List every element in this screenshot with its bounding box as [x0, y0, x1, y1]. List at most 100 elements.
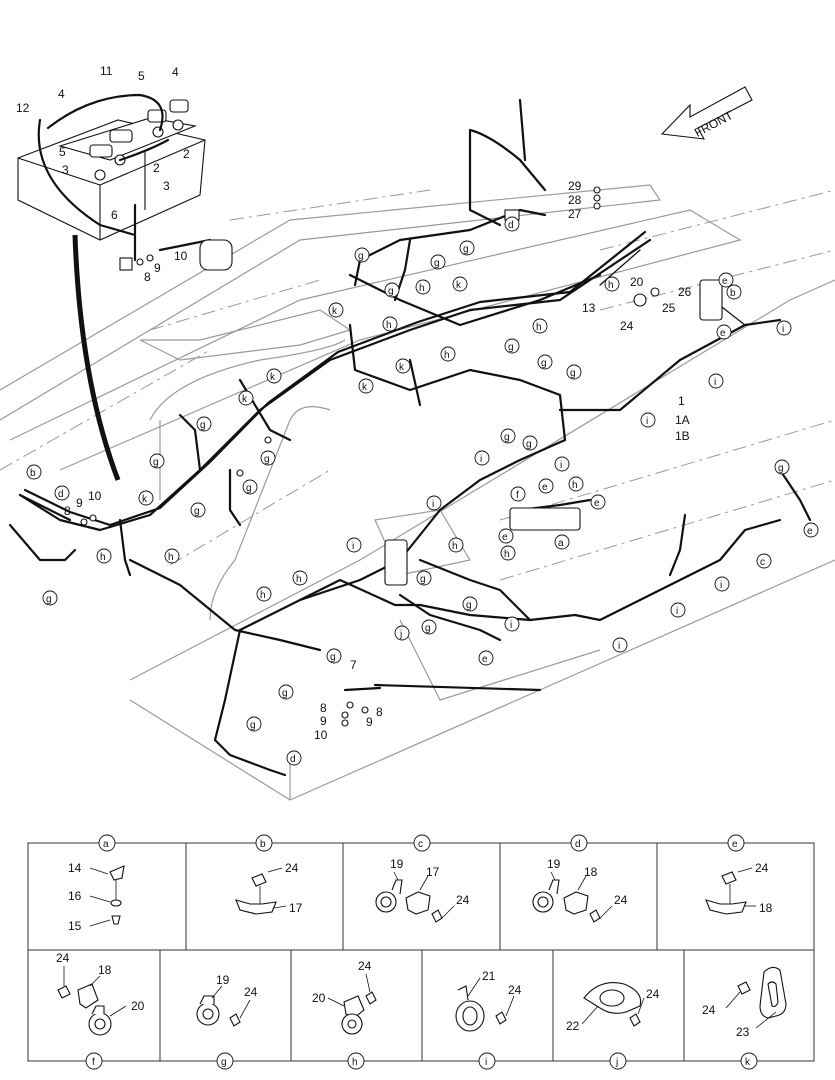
svg-text:i: i [560, 460, 562, 471]
svg-text:h: h [452, 541, 458, 552]
svg-text:k: k [399, 362, 405, 373]
clip-callout: k [138, 490, 154, 506]
clip-callout: h [256, 586, 272, 602]
part-number: 24 [508, 983, 522, 997]
clip-callout: j [394, 625, 410, 641]
clip-callout: g [430, 254, 446, 270]
clip-letter-callouts: d g g g k g h h k h h e b e i g h g k g … [26, 216, 819, 766]
clip-callout: g [326, 648, 342, 664]
table-grid [27, 842, 815, 1062]
detail-panel-f: 24 18 20 [56, 951, 145, 1036]
svg-text:g: g [153, 457, 159, 468]
svg-text:h: h [260, 590, 266, 601]
svg-text:h: h [504, 549, 510, 560]
clip-callout: k [328, 302, 344, 318]
callout-number: 8 [64, 504, 71, 518]
clip-callout: g [42, 590, 58, 606]
part-number: 23 [736, 1025, 750, 1039]
svg-text:g: g [425, 623, 431, 634]
panel-headers: a b c d e f g h i j k [85, 834, 758, 1070]
clip-callout: e [478, 650, 494, 666]
callout-number: 20 [630, 275, 644, 289]
clip-callout: d [54, 485, 70, 501]
clip-callout: g [500, 428, 516, 444]
clip-callout: g [384, 282, 400, 298]
svg-text:h: h [536, 322, 542, 333]
detail-panel-d: 19 18 24 [532, 857, 628, 923]
clip-callout: i [670, 602, 686, 618]
clip-callout: h [568, 476, 584, 492]
svg-text:i: i [485, 1057, 487, 1068]
svg-text:i: i [432, 499, 434, 510]
svg-text:j: j [399, 629, 402, 640]
svg-text:c: c [760, 557, 765, 568]
svg-text:g: g [388, 286, 394, 297]
clip-callout: k [452, 276, 468, 292]
svg-text:i: i [646, 416, 648, 427]
clip-callout: h [500, 545, 516, 561]
clip-callout: g [246, 716, 262, 732]
clip-callout: g [196, 416, 212, 432]
callout-number: 12 [16, 101, 30, 115]
svg-text:d: d [290, 754, 296, 765]
svg-text:b: b [730, 288, 736, 299]
svg-text:h: h [100, 552, 106, 563]
clip-callout: k [266, 368, 282, 384]
svg-text:g: g [358, 251, 364, 262]
part-number: 24 [614, 893, 628, 907]
svg-text:d: d [58, 489, 64, 500]
callout-number: 8 [376, 705, 383, 719]
detail-panel-j-header: j [609, 1052, 627, 1070]
part-number: 20 [131, 999, 145, 1013]
svg-text:c: c [418, 839, 423, 850]
detail-panel-b-header: b [255, 834, 273, 852]
part-number: 24 [646, 987, 660, 1001]
detail-panel-b: 24 17 [235, 861, 303, 915]
clip-callout: i [640, 412, 656, 428]
clip-callout: h [604, 276, 620, 292]
callout-number: 3 [62, 163, 69, 177]
svg-text:k: k [242, 394, 248, 405]
svg-text:h: h [352, 1057, 358, 1068]
svg-text:k: k [456, 280, 462, 291]
svg-text:i: i [676, 606, 678, 617]
part-number: 21 [482, 969, 496, 983]
svg-text:e: e [594, 498, 600, 509]
front-direction-arrow: FRONT [660, 86, 753, 140]
clip-callout: g [190, 502, 206, 518]
part-number: 18 [584, 865, 598, 879]
detail-panel-i-header: i [478, 1052, 496, 1070]
svg-text:g: g [282, 688, 288, 699]
svg-text:k: k [362, 382, 368, 393]
svg-text:h: h [572, 480, 578, 491]
svg-text:h: h [386, 320, 392, 331]
detail-panel-k: 24 23 [702, 966, 787, 1039]
callout-number: 2 [183, 147, 190, 161]
callout-number: 9 [320, 714, 327, 728]
part-number: 17 [289, 901, 303, 915]
callout-number: 8 [144, 270, 151, 284]
clip-callout: h [448, 537, 464, 553]
battery-box [17, 93, 233, 271]
clip-callout: g [416, 570, 432, 586]
clip-callout: h [532, 318, 548, 334]
clip-callout: h [415, 279, 431, 295]
callout-number: 5 [138, 69, 145, 83]
clip-callout: g [278, 684, 294, 700]
callout-number: 7 [350, 658, 357, 672]
svg-text:j: j [615, 1057, 618, 1068]
callout-number: 1 [678, 394, 685, 408]
svg-text:h: h [296, 574, 302, 585]
svg-text:k: k [332, 306, 338, 317]
part-number: 24 [755, 861, 769, 875]
svg-text:i: i [720, 580, 722, 591]
clip-callout: i [554, 456, 570, 472]
clip-callout: e [590, 494, 606, 510]
detail-panel-i: 21 24 [455, 969, 522, 1032]
clip-callout: g [149, 453, 165, 469]
clip-callout: f [510, 486, 526, 502]
part-number: 24 [285, 861, 299, 875]
clip-callout: i [714, 576, 730, 592]
clip-callout: d [504, 216, 520, 232]
clip-callout: h [96, 548, 112, 564]
